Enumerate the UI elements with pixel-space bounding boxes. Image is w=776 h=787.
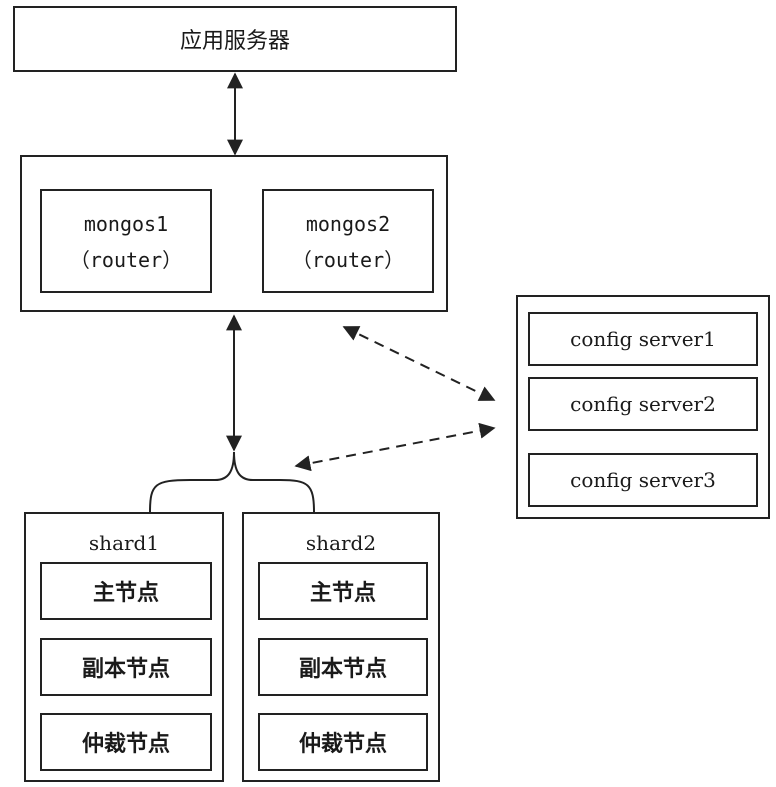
shard1-arbiter-node[interactable]: 仲裁节点 (40, 713, 212, 771)
shard1-arbiter-label: 仲裁节点 (81, 732, 170, 757)
mongos2-role: （router） (291, 247, 405, 272)
shard2-primary-label: 主节点 (309, 581, 376, 606)
config-server3-label: config server3 (570, 468, 716, 492)
config-server2-label: config server2 (570, 392, 716, 416)
config-group-box: config server1 config server2 config ser… (516, 295, 770, 519)
config-server1-box[interactable]: config server1 (528, 312, 758, 366)
shard2-arbiter-label: 仲裁节点 (298, 732, 387, 757)
shard2-replica-label: 副本节点 (298, 657, 387, 682)
mongos2-name: mongos2 (305, 212, 391, 236)
config-server2-box[interactable]: config server2 (528, 377, 758, 431)
dashed-arrow-router-to-config (342, 326, 496, 401)
mongos1-role: （router） (69, 247, 183, 272)
config-server1-label: config server1 (570, 327, 716, 351)
shard1-title: shard1 (88, 531, 160, 555)
shard1-box: shard1 主节点 副本节点 仲裁节点 (24, 512, 224, 782)
shard2-box: shard2 主节点 副本节点 仲裁节点 (242, 512, 440, 782)
mongos2-box[interactable]: mongos2 （router） (262, 189, 434, 293)
dashed-arrow-shards-to-config (294, 422, 496, 472)
app-server-box[interactable]: 应用服务器 (13, 6, 457, 72)
shard1-primary-label: 主节点 (92, 581, 159, 606)
shard2-replica-node[interactable]: 副本节点 (258, 638, 428, 696)
shard-brace (149, 451, 315, 513)
shard1-primary-node[interactable]: 主节点 (40, 562, 212, 620)
config-server3-box[interactable]: config server3 (528, 453, 758, 507)
shard1-replica-node[interactable]: 副本节点 (40, 638, 212, 696)
mongos1-box[interactable]: mongos1 （router） (40, 189, 212, 293)
shard2-title: shard2 (305, 531, 377, 555)
shard2-arbiter-node[interactable]: 仲裁节点 (258, 713, 428, 771)
shard1-replica-label: 副本节点 (81, 657, 170, 682)
router-group-box: mongos1 （router） mongos2 （router） (20, 155, 448, 312)
app-server-label: 应用服务器 (179, 29, 290, 54)
shard2-primary-node[interactable]: 主节点 (258, 562, 428, 620)
mongos1-name: mongos1 (83, 212, 169, 236)
